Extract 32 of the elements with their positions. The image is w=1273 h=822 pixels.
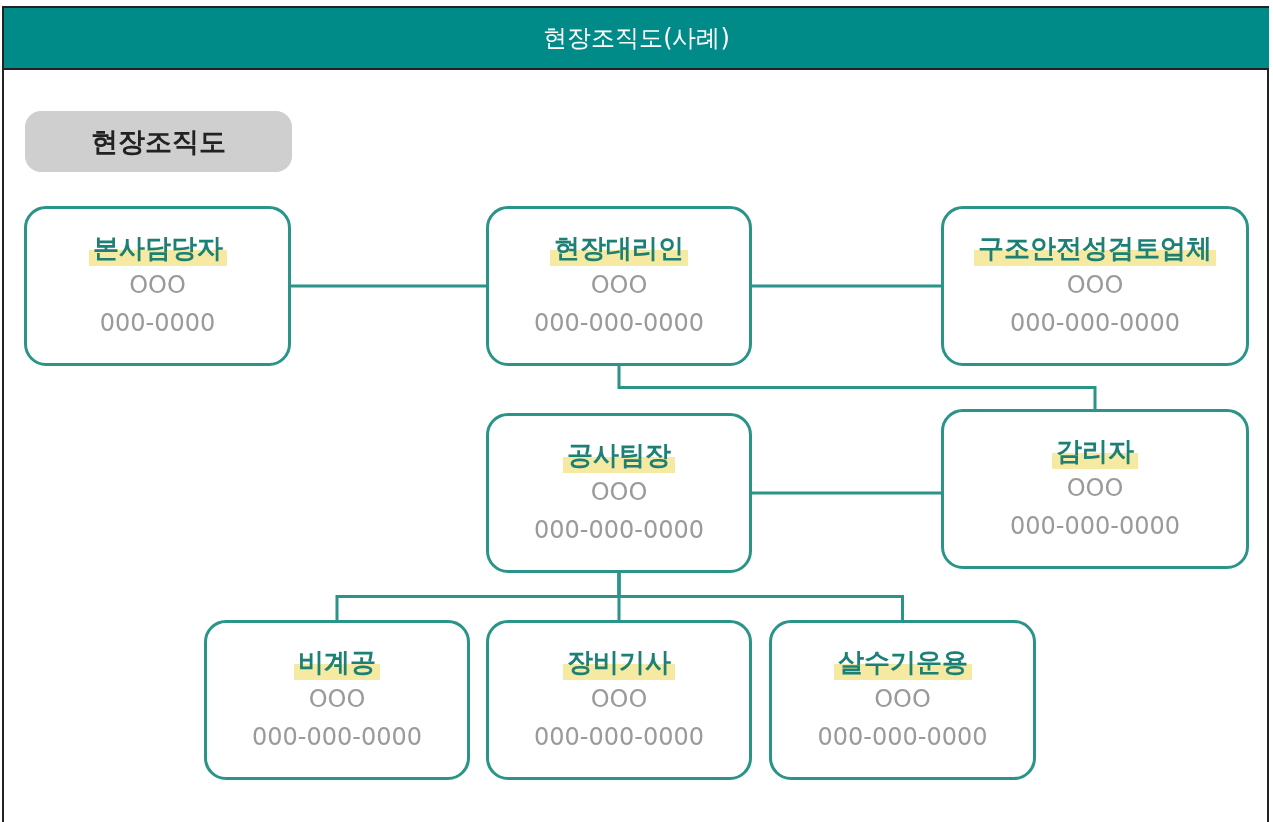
connector-line (617, 366, 1097, 409)
role-box (486, 620, 752, 780)
role-box (769, 620, 1036, 780)
header-bar: 현장조직도(사례) (4, 8, 1269, 68)
phone-number: 000-000-0000 (534, 722, 704, 753)
phone-number: 000-000-0000 (534, 515, 704, 546)
connector-line (752, 491, 941, 495)
role-box (941, 206, 1249, 366)
section-label: 현장조직도 (91, 124, 226, 159)
phone-number: 000-000-0000 (534, 308, 704, 339)
section-label-box (25, 111, 292, 172)
role-box (486, 206, 752, 366)
person-name: OOO (1066, 473, 1124, 504)
role-box (486, 413, 752, 573)
connector-line (291, 284, 486, 288)
person-name: OOO (590, 477, 648, 508)
person-name: OOO (874, 684, 931, 715)
person-name: OOO (590, 684, 648, 715)
person-name: OOO (1066, 270, 1124, 301)
phone-number: 000-0000 (99, 308, 216, 339)
phone-number: 000-000-0000 (817, 722, 988, 753)
phone-number: 000-000-0000 (252, 722, 422, 753)
connector-line (617, 573, 904, 620)
role-box (24, 206, 291, 366)
person-name: OOO (308, 684, 366, 715)
person-name: OOO (590, 270, 648, 301)
phone-number: 000-000-0000 (1010, 511, 1180, 542)
phone-number: 000-000-0000 (1010, 308, 1180, 339)
connector-line (752, 284, 941, 288)
role-box (204, 620, 470, 780)
role-box (941, 409, 1249, 569)
person-name: OOO (129, 270, 186, 301)
